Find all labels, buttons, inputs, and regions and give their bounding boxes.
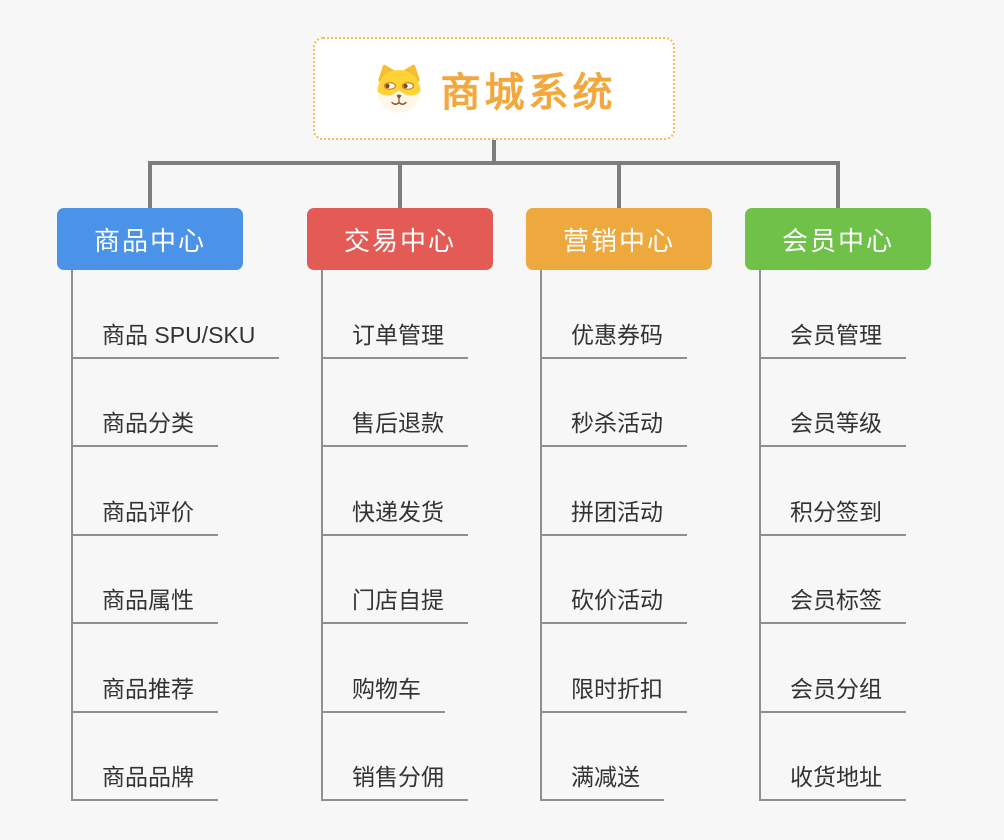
connector-line <box>148 161 840 165</box>
child-node[interactable]: 限时折扣 <box>542 624 687 713</box>
child-node-label: 秒杀活动 <box>542 404 687 447</box>
child-node[interactable]: 售后退款 <box>323 359 468 447</box>
child-node-label: 砍价活动 <box>542 581 687 624</box>
branch-header[interactable]: 会员中心 <box>745 208 931 270</box>
root-title: 商城系统 <box>440 70 617 115</box>
root-node[interactable]: 商城系统 <box>313 37 675 140</box>
child-node-label: 销售分佣 <box>323 758 468 801</box>
child-node-label: 会员标签 <box>761 581 906 624</box>
child-node[interactable]: 商品评价 <box>73 447 279 536</box>
child-node-label: 商品品牌 <box>73 758 218 801</box>
child-node-label: 优惠券码 <box>542 316 687 359</box>
branch-header[interactable]: 营销中心 <box>526 208 712 270</box>
child-node-label: 订单管理 <box>323 316 468 359</box>
child-node-label: 会员分组 <box>761 670 906 713</box>
child-node-label: 售后退款 <box>323 404 468 447</box>
connector-line <box>148 161 152 208</box>
connector-line <box>492 140 496 165</box>
child-node[interactable]: 满减送 <box>542 713 687 801</box>
child-node[interactable]: 门店自提 <box>323 536 468 624</box>
child-node-label: 限时折扣 <box>542 670 687 713</box>
child-node-label: 购物车 <box>323 670 445 713</box>
child-node-label: 会员等级 <box>761 404 906 447</box>
child-node[interactable]: 秒杀活动 <box>542 359 687 447</box>
child-node-label: 商品属性 <box>73 581 218 624</box>
child-node-label: 收货地址 <box>761 758 906 801</box>
branch-children: 会员管理会员等级积分签到会员标签会员分组收货地址 <box>759 270 906 801</box>
branch-children: 商品 SPU/SKU 商品分类商品评价商品属性商品推荐商品品牌 <box>71 270 280 801</box>
child-node[interactable]: 会员标签 <box>761 536 906 624</box>
branch-children: 订单管理售后退款快递发货门店自提购物车销售分佣 <box>321 270 468 801</box>
child-node[interactable]: 砍价活动 <box>542 536 687 624</box>
child-node-label: 商品分类 <box>73 404 218 447</box>
child-node[interactable]: 商品推荐 <box>73 624 279 713</box>
child-node[interactable]: 会员管理 <box>761 270 906 359</box>
connector-line <box>398 161 402 208</box>
child-node-label: 商品 SPU/SKU <box>73 316 280 359</box>
child-node[interactable]: 商品品牌 <box>73 713 279 801</box>
child-node[interactable]: 商品属性 <box>73 536 279 624</box>
child-node-label: 商品推荐 <box>73 670 218 713</box>
child-node[interactable]: 商品分类 <box>73 359 279 447</box>
child-node[interactable]: 销售分佣 <box>323 713 468 801</box>
branch-column: 会员中心会员管理会员等级积分签到会员标签会员分组收货地址 <box>745 208 931 801</box>
child-node-label: 快递发货 <box>323 493 468 536</box>
child-node[interactable]: 积分签到 <box>761 447 906 536</box>
branch-column: 营销中心优惠券码秒杀活动拼团活动砍价活动限时折扣满减送 <box>526 208 712 801</box>
child-node-label: 积分签到 <box>761 493 906 536</box>
child-node[interactable]: 快递发货 <box>323 447 468 536</box>
child-node-label: 门店自提 <box>323 581 468 624</box>
child-node[interactable]: 收货地址 <box>761 713 906 801</box>
child-node-label: 满减送 <box>542 758 664 801</box>
child-node[interactable]: 优惠券码 <box>542 270 687 359</box>
branch-column: 商品中心商品 SPU/SKU 商品分类商品评价商品属性商品推荐商品品牌 <box>57 208 280 801</box>
child-node[interactable]: 拼团活动 <box>542 447 687 536</box>
child-node-label: 商品评价 <box>73 493 218 536</box>
branch-children: 优惠券码秒杀活动拼团活动砍价活动限时折扣满减送 <box>540 270 687 801</box>
connector-line <box>617 161 621 208</box>
dog-face-icon <box>372 64 426 114</box>
child-node[interactable]: 订单管理 <box>323 270 468 359</box>
child-node[interactable]: 商品 SPU/SKU <box>73 270 280 359</box>
branch-header[interactable]: 商品中心 <box>57 208 243 270</box>
connector-line <box>836 161 840 208</box>
child-node-label: 会员管理 <box>761 316 906 359</box>
branch-header[interactable]: 交易中心 <box>307 208 493 270</box>
branch-column: 交易中心订单管理售后退款快递发货门店自提购物车销售分佣 <box>307 208 493 801</box>
child-node-label: 拼团活动 <box>542 493 687 536</box>
child-node[interactable]: 购物车 <box>323 624 468 713</box>
child-node[interactable]: 会员等级 <box>761 359 906 447</box>
child-node[interactable]: 会员分组 <box>761 624 906 713</box>
